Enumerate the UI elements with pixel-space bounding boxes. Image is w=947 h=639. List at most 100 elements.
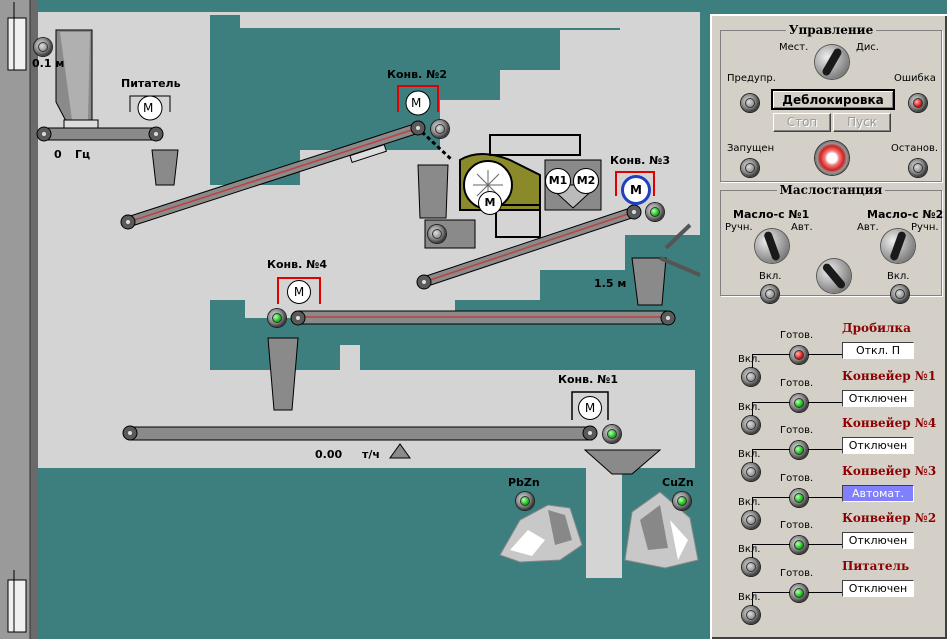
oil2-on-lamp [891, 285, 909, 303]
conveyor-2-motor: M [411, 96, 422, 110]
unit-ready-label: Готов. [780, 330, 814, 341]
cuzn-label: CuZn [662, 476, 694, 489]
bunker-lamp [34, 38, 52, 56]
mode-remote-label: Дис. [856, 42, 879, 53]
unit-status: Отключен [842, 532, 914, 549]
feeder-motor-label: M [143, 101, 154, 115]
unit-on-label: Вкл. [738, 544, 761, 555]
crusher-m2: M2 [573, 168, 599, 194]
unit-on-lamp [742, 463, 760, 481]
feeder-motor [129, 95, 171, 121]
feeder-hopper [151, 149, 179, 186]
unit-on-lamp [742, 510, 760, 529]
oil-group: Маслостанция Масло-с №1 Масло-с №2 Ручн.… [720, 183, 944, 303]
scale-unit: т/ч [362, 448, 380, 461]
unit-on-lamp [742, 368, 760, 386]
bunker-level: 0.1 м [32, 57, 65, 70]
conveyor-2-belt [126, 122, 420, 228]
hopper-conv4 [267, 337, 299, 411]
stopped-lamp [909, 159, 927, 177]
started-lamp [741, 159, 759, 177]
unit-ready-lamp [790, 583, 808, 602]
oil2-mode-knob[interactable] [881, 229, 915, 263]
unit-name: Конвейер №3 [842, 463, 937, 478]
mode-switch-knob[interactable] [815, 45, 849, 79]
unit-ready-label: Готов. [780, 472, 814, 484]
unit-ready-lamp [790, 393, 808, 412]
oil1-on-lamp [761, 285, 779, 303]
crusher-lamp [428, 225, 446, 243]
conveyor-4-belt [297, 310, 669, 325]
unit-name: Конвейер №2 [842, 511, 937, 525]
unit-row: Готов. Вкл. Конвейер №1 Отключен [712, 364, 947, 434]
conveyor-4-lamp [268, 309, 286, 327]
left-column [0, 0, 30, 639]
control-group: Управление Мест. Дис. Предупр. Ошибка Де… [720, 23, 942, 182]
unit-on-lamp [742, 415, 760, 434]
unit-name: Конвейер №1 [842, 368, 937, 383]
unit-row: Готов. Вкл. Конвейер №2 Отключен [712, 506, 947, 576]
conveyor-1-motor: M [578, 396, 602, 420]
conveyor-3-belt [422, 206, 636, 288]
oil1-on-label: Вкл. [759, 271, 782, 282]
feeder-belt [43, 127, 161, 141]
conveyor-2-label: Конв. №2 [387, 68, 448, 81]
unit-on-label: Вкл. [738, 449, 761, 460]
unit-status: Откл. П [842, 342, 914, 359]
hopper-level: 1.5 м [594, 277, 627, 290]
unit-row: Готов. Вкл. Конвейер №3 Автомат. [712, 459, 947, 529]
teal-block [38, 185, 210, 370]
oil1-label: Масло-с №1 [733, 208, 810, 221]
control-title: Управление [785, 23, 877, 37]
oil-select-knob[interactable] [817, 259, 851, 293]
teal-block [210, 15, 240, 55]
unit-list: Готов. Вкл. Дробилка Откл. П Готов. Вкл.… [712, 316, 947, 626]
started-label: Запущен [727, 143, 775, 154]
oil2-manual-label: Ручн. [911, 222, 939, 233]
emergency-button[interactable] [815, 141, 849, 175]
scale-triangle [389, 443, 411, 459]
control-panel: Управление Мест. Дис. Предупр. Ошибка Де… [710, 14, 947, 639]
unit-status: Автомат. [842, 484, 914, 502]
unit-ready-label: Готов. [780, 425, 814, 436]
conveyor-4-motor: M [287, 280, 311, 304]
conveyor-3-lamp [646, 203, 664, 221]
warn-lamp [741, 94, 759, 112]
unit-on-label: Вкл. [738, 354, 761, 365]
cuzn-lamp [673, 492, 691, 510]
warn-label: Предупр. [727, 73, 776, 84]
unlock-button[interactable]: Деблокировка [771, 89, 895, 110]
unit-on-label: Вкл. [738, 401, 761, 413]
conveyor-2-lamp [431, 120, 449, 138]
oil1-mode-knob[interactable] [755, 229, 789, 263]
unit-on-lamp [742, 605, 760, 624]
unit-ready-lamp [790, 488, 808, 507]
mode-local-label: Мест. [779, 42, 809, 53]
unit-name: Питатель [842, 558, 910, 573]
floor-area [240, 15, 620, 28]
conveyor-1-lamp [603, 425, 621, 443]
unit-on-label: Вкл. [738, 591, 761, 603]
oil1-auto-label: Авт. [791, 222, 813, 233]
crusher-motor: M [478, 191, 502, 215]
unit-row: Готов. Вкл. Конвейер №4 Отключен [712, 411, 947, 481]
conveyor-3-label: Конв. №3 [610, 154, 671, 167]
conveyor-3-motor: M [621, 175, 651, 205]
start-button[interactable]: Пуск [833, 113, 891, 132]
crusher-m1: M1 [545, 168, 571, 194]
conveyor-1-belt [129, 426, 593, 441]
oil-title: Маслостанция [776, 183, 886, 197]
unit-ready-label: Готов. [780, 520, 814, 531]
stop-button[interactable]: Стоп [773, 113, 831, 132]
unit-status: Отключен [842, 389, 914, 407]
unit-ready-label: Готов. [780, 377, 814, 389]
unit-on-lamp [742, 558, 760, 576]
unit-ready-lamp [790, 536, 808, 554]
conveyor-4-label: Конв. №4 [267, 258, 328, 271]
oil2-label: Масло-с №2 [867, 208, 944, 221]
output-funnel [583, 449, 662, 475]
unit-ready-lamp [790, 441, 808, 459]
hopper-1-5m [631, 257, 667, 306]
unit-name: Дробилка [842, 321, 911, 335]
pbzn-lamp [516, 492, 534, 510]
